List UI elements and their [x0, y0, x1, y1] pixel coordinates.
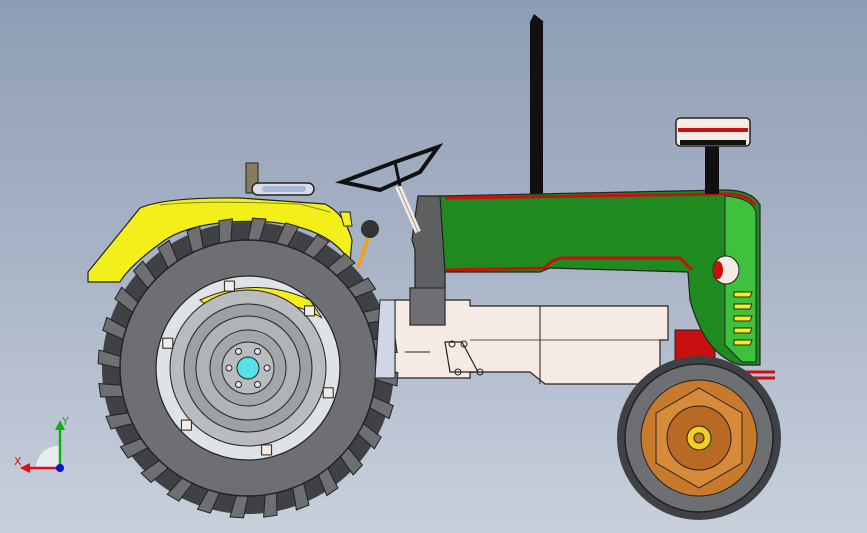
- hood: [439, 189, 761, 366]
- rear-hub-bolts: [225, 348, 271, 388]
- rear-hitch: [374, 299, 396, 379]
- hood-side-trim: [444, 256, 694, 272]
- hub-bolt: [254, 381, 261, 388]
- hub-bolt: [235, 348, 242, 355]
- hub-bolt: [263, 364, 271, 372]
- bolt: [448, 340, 456, 348]
- y-axis-arrowhead: [55, 420, 65, 430]
- tire-lug: [98, 383, 124, 398]
- tire-lug: [263, 492, 278, 518]
- steering-column: [395, 184, 421, 234]
- bolt: [454, 368, 462, 376]
- air-intake-stem: [705, 142, 719, 194]
- rim-clamp: [223, 280, 235, 292]
- rim-clamp: [304, 305, 316, 317]
- hub-bolt: [225, 364, 233, 372]
- fender-inner: [159, 201, 331, 213]
- rear-fender: [87, 197, 353, 283]
- exhaust-pipe: [530, 22, 543, 194]
- y-axis-label: Y: [61, 415, 69, 428]
- dashboard-lower: [409, 287, 446, 326]
- tire-lug: [218, 218, 233, 244]
- rim-clamp: [261, 444, 273, 456]
- exhaust-cap: [530, 14, 544, 22]
- rim-clamp: [162, 337, 174, 349]
- gear-lever-knob[interactable]: [361, 220, 379, 238]
- bolt: [460, 340, 468, 348]
- air-intake-band: [678, 128, 748, 132]
- steering-spoke: [393, 161, 402, 187]
- bolt: [476, 368, 484, 376]
- grille-vents: [733, 291, 753, 346]
- rear-rim-clamps: [162, 280, 334, 456]
- hub-bolt: [254, 348, 261, 355]
- hub-bolt: [235, 381, 242, 388]
- steering-wheel[interactable]: [334, 143, 444, 193]
- headlight-lens: [713, 261, 723, 279]
- rear-hub: [236, 356, 260, 380]
- seat-rail-inner: [262, 186, 306, 192]
- triad-disk: [35, 445, 60, 468]
- rim-clamp: [322, 387, 334, 399]
- x-axis-arrowhead: [20, 463, 30, 473]
- air-intake-base: [680, 140, 746, 145]
- linkage: [339, 211, 353, 227]
- gear-lever: [356, 231, 372, 269]
- chassis-bracket: [444, 341, 479, 373]
- z-axis-dot: [56, 464, 64, 472]
- hood-top-highlight: [444, 192, 757, 206]
- front-wheel: [617, 356, 781, 520]
- rear-wheel: [97, 217, 399, 519]
- coordinate-triad: Y X: [14, 415, 69, 473]
- rim-clamp: [180, 419, 192, 431]
- x-axis-label: X: [14, 455, 22, 468]
